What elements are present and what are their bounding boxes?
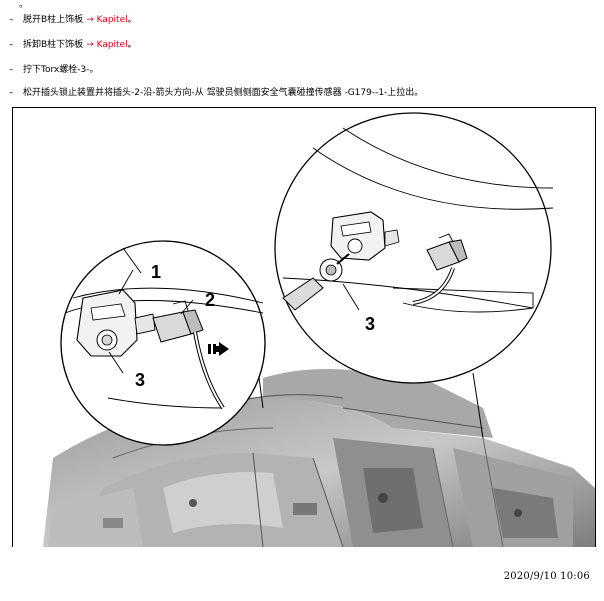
step-4: –松开插头锁止装置并将插头-2-沿-箭头方向-从 驾驶员侧侧面安全气囊碰撞传感器… — [9, 87, 423, 99]
step-bullet: – — [9, 40, 14, 50]
callout-3-left: 3 — [135, 370, 145, 390]
step-text: 拧下Torx螺栓-3-。 — [23, 65, 99, 75]
step-3: –拧下Torx螺栓-3-。 — [9, 64, 98, 76]
sensor-removal-illustration: 1 2 3 — [12, 107, 596, 547]
pull-direction-arrow — [208, 342, 229, 356]
callout-2: 2 — [205, 290, 215, 310]
illustration-svg: 1 2 3 — [43, 112, 595, 547]
step-bullet: – — [9, 15, 14, 25]
connector-plug-left — [152, 300, 225, 410]
crash-sensor-left — [76, 289, 156, 357]
torx-driver-tool — [282, 253, 350, 311]
detail-magnifier-right: 3 — [274, 112, 554, 384]
step-text: 松开插头锁止装置并将插头-2-沿-箭头方向-从 驾驶员侧侧面安全气囊碰撞传感器 … — [23, 88, 424, 98]
step-text: 脱开B柱上饰板 — [23, 15, 84, 25]
step-text: 拆卸B柱下饰板 — [23, 40, 84, 50]
step-bullet: – — [9, 65, 14, 75]
kapitel-link[interactable]: → Kapitel — [86, 15, 128, 25]
print-timestamp: 2020/9/10 10:06 — [503, 571, 590, 582]
step-end: 。 — [127, 15, 137, 25]
kapitel-link[interactable]: → Kapitel — [86, 40, 128, 50]
step-bullet: – — [9, 88, 14, 98]
callout-1: 1 — [151, 262, 161, 282]
detail-magnifier-left: 1 2 3 — [60, 240, 266, 446]
callout-3-right: 3 — [365, 314, 375, 334]
lead-punctuation: 。 — [19, 0, 29, 10]
connector-plug-right — [412, 233, 468, 305]
step-2: –拆卸B柱下饰板→ Kapitel。 — [9, 39, 137, 51]
step-end: 。 — [127, 40, 137, 50]
crash-sensor-right — [330, 211, 400, 261]
step-1: –脱开B柱上饰板→ Kapitel。 — [9, 14, 137, 26]
